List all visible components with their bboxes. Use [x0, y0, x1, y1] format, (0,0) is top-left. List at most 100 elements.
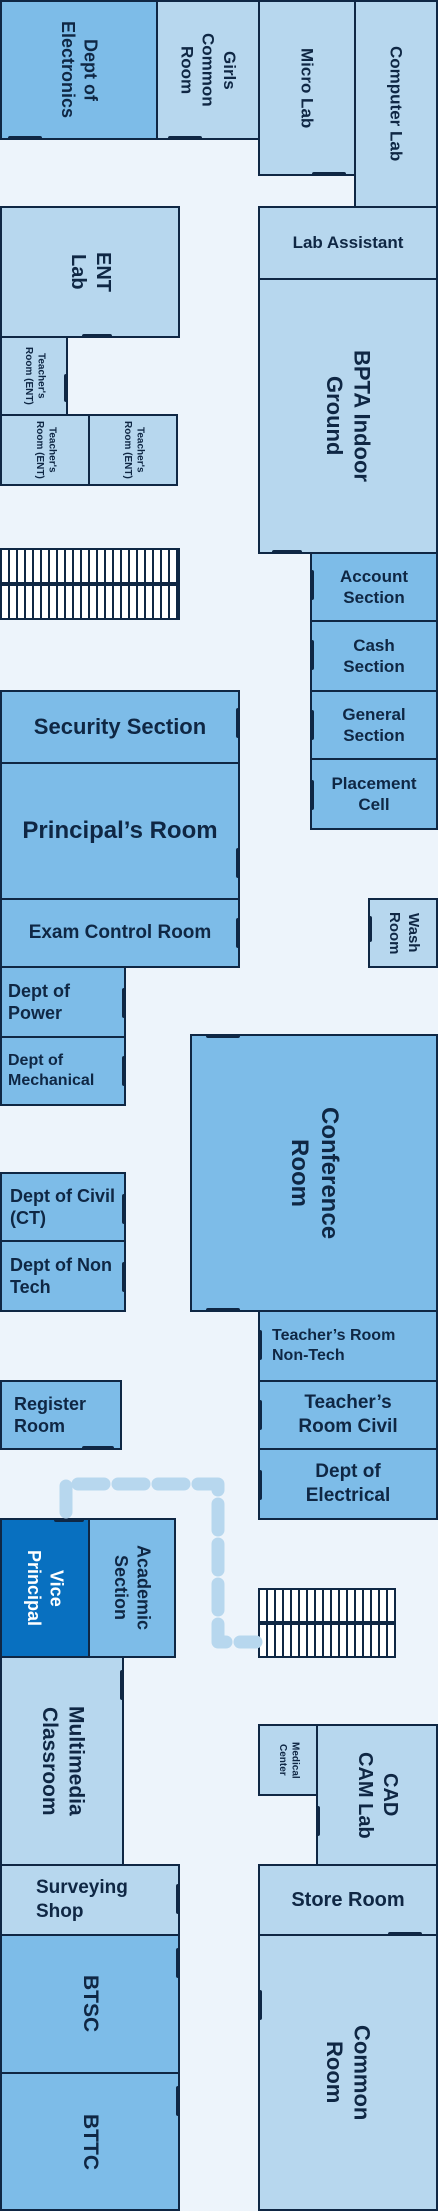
room-label: General Section	[342, 704, 406, 745]
room-label: Dept of Electronics	[58, 21, 101, 119]
room-label: BTTC	[79, 2113, 103, 2170]
room-label: Account Section	[340, 566, 408, 607]
room-label: Exam Control Room	[28, 922, 212, 944]
room-dept-power[interactable]: Dept of Power	[0, 966, 126, 1038]
room-label: Micro Lab	[297, 47, 317, 129]
door	[82, 1446, 114, 1450]
door	[258, 1990, 262, 2020]
door	[82, 334, 112, 338]
door	[54, 1518, 84, 1522]
room-micro-lab[interactable]: Micro Lab	[258, 0, 356, 176]
room-principals-room[interactable]: Principal’s Room	[0, 762, 240, 900]
room-dept-non-tech[interactable]: Dept of Non Tech	[0, 1240, 126, 1312]
room-teachers-room-civil[interactable]: Teacher’s Room Civil	[258, 1380, 438, 1450]
door	[122, 1056, 126, 1086]
room-label: Teacher's Room (ENT)	[34, 421, 58, 479]
room-teachers-room-ent-3[interactable]: Teacher's Room (ENT)	[88, 414, 178, 486]
room-label: Wash Room	[386, 911, 422, 955]
room-teachers-room-ent-1[interactable]: Teacher's Room (ENT)	[0, 336, 68, 416]
room-label: Lab Assistant	[292, 233, 404, 253]
room-conference-room[interactable]: Conference Room	[190, 1034, 438, 1312]
room-label: BPTA Indoor Ground	[322, 350, 375, 482]
room-computer-lab[interactable]: Computer Lab	[354, 0, 438, 208]
door	[236, 708, 240, 738]
room-label: Teacher’s Room Civil	[298, 1392, 398, 1437]
room-label: Dept of Electrical	[305, 1461, 391, 1506]
room-label: Register Room	[14, 1393, 87, 1437]
door	[258, 1470, 262, 1500]
door	[316, 1806, 320, 1836]
room-dept-mechanical[interactable]: Dept of Mechanical	[0, 1036, 126, 1106]
door	[122, 1262, 126, 1292]
room-lab-assistant[interactable]: Lab Assistant	[258, 206, 438, 280]
room-dept-electrical[interactable]: Dept of Electrical	[258, 1448, 438, 1520]
door	[310, 710, 314, 740]
room-label: Teacher’s Room Non-Tech	[272, 1327, 396, 1364]
room-teachers-room-ent-2[interactable]: Teacher's Room (ENT)	[0, 414, 90, 486]
room-label: CAD CAM Lab	[354, 1751, 401, 1839]
room-placement-cell[interactable]: Placement Cell	[310, 758, 438, 830]
room-label: Security Section	[33, 714, 207, 740]
staircase	[258, 1588, 396, 1658]
staircase	[0, 548, 180, 620]
door	[122, 1194, 126, 1224]
door	[272, 550, 302, 554]
door	[368, 916, 372, 942]
door	[64, 374, 68, 402]
room-multimedia-classroom[interactable]: Multimedia Classroom	[0, 1656, 124, 1866]
door	[388, 1932, 422, 1936]
door	[176, 1948, 180, 1978]
room-bttc[interactable]: BTTC	[0, 2072, 180, 2211]
room-bpta-indoor-ground[interactable]: BPTA Indoor Ground	[258, 278, 438, 554]
room-btsc[interactable]: BTSC	[0, 1934, 180, 2074]
door	[206, 1034, 240, 1038]
room-label: Vice Principal	[24, 1549, 67, 1627]
door	[176, 1884, 180, 1914]
room-label: Dept of Civil (CT)	[10, 1185, 116, 1229]
room-security-section[interactable]: Security Section	[0, 690, 240, 764]
door	[206, 1308, 240, 1312]
room-label: Surveying Shop	[36, 1877, 128, 1922]
room-label: Computer Lab	[386, 46, 406, 162]
door	[176, 2086, 180, 2116]
room-label: ENT Lab	[67, 252, 114, 292]
door	[236, 848, 240, 878]
door	[310, 780, 314, 810]
door	[310, 570, 314, 600]
room-label: Dept of Non Tech	[10, 1254, 112, 1298]
door	[258, 1330, 262, 1360]
door	[236, 918, 240, 948]
room-exam-control-room[interactable]: Exam Control Room	[0, 898, 240, 968]
room-label: Teacher's Room (ENT)	[122, 421, 146, 479]
room-label: BTSC	[79, 1975, 103, 2033]
room-dept-electronics[interactable]: Dept of Electronics	[0, 0, 158, 140]
room-label: Dept of Power	[8, 980, 70, 1024]
room-label: Cash Section	[343, 635, 405, 676]
room-teachers-room-non-tech[interactable]: Teacher’s Room Non-Tech	[258, 1310, 438, 1382]
room-vice-principal[interactable]: Vice Principal	[0, 1518, 90, 1658]
room-register-room[interactable]: Register Room	[0, 1380, 122, 1450]
room-label: Multimedia Classroom	[38, 1706, 88, 1816]
door	[8, 136, 42, 140]
room-label: Dept of Mechanical	[8, 1052, 95, 1089]
room-label: Store Room	[291, 1888, 405, 1911]
room-label: Conference Room	[286, 1106, 343, 1240]
room-cash-section[interactable]: Cash Section	[310, 620, 438, 692]
door	[310, 640, 314, 670]
room-academic-section[interactable]: Academic Section	[88, 1518, 176, 1658]
room-label: Medical Center	[277, 1741, 301, 1779]
room-label: Common Room	[322, 2024, 375, 2121]
room-label: Teacher's Room (ENT)	[23, 347, 47, 405]
room-cad-cam-lab[interactable]: CAD CAM Lab	[316, 1724, 438, 1866]
room-label: Academic Section	[111, 1545, 154, 1631]
door	[120, 1670, 124, 1700]
room-label: Girls Common Room	[177, 33, 239, 107]
door	[258, 1400, 262, 1430]
room-label: Principal’s Room	[22, 817, 218, 844]
room-label: Placement Cell	[331, 773, 417, 814]
door	[168, 136, 202, 140]
room-common-room[interactable]: Common Room	[258, 1934, 438, 2211]
door	[122, 988, 126, 1018]
room-wash-room[interactable]: Wash Room	[368, 898, 438, 968]
